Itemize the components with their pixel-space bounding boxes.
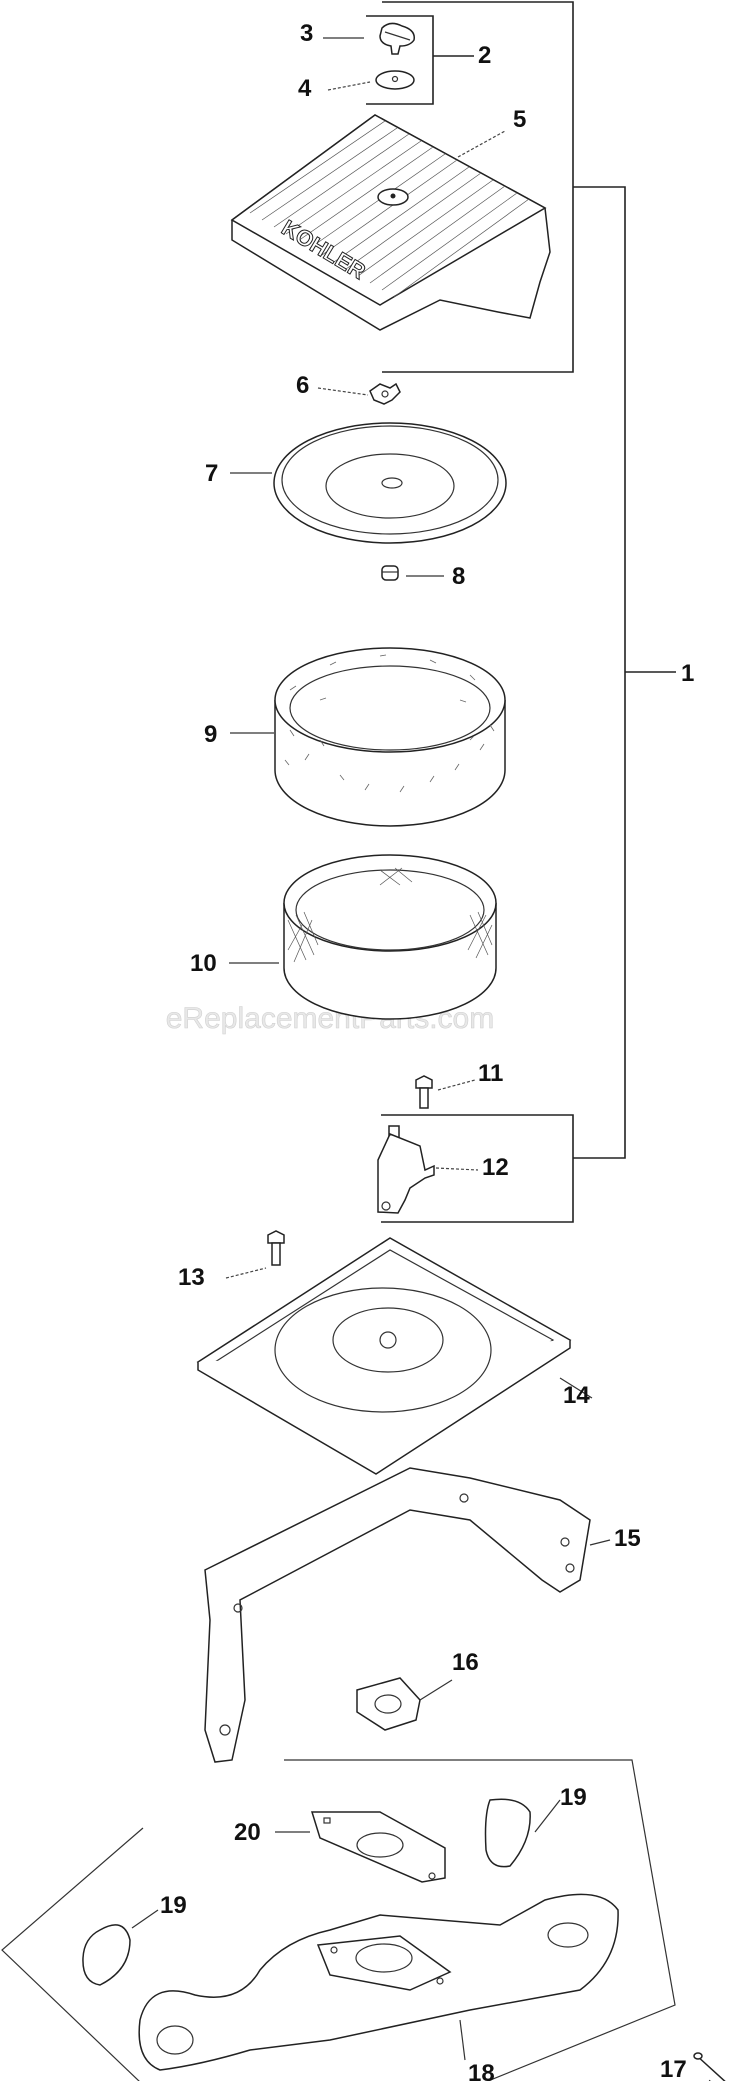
bracket-group-18: 18 bbox=[1, 1759, 676, 2081]
callout-3: 3 bbox=[300, 20, 313, 47]
element-cover-part: 7 bbox=[205, 422, 507, 544]
callout-10: 10 bbox=[190, 950, 217, 977]
callout-16: 16 bbox=[452, 1649, 479, 1676]
callout-7: 7 bbox=[205, 460, 218, 487]
callout-19-left: 19 bbox=[160, 1892, 187, 1919]
gasket-20-part: 20 bbox=[234, 1811, 446, 1883]
o-ring-19-right-part: 19 bbox=[484, 1784, 587, 1868]
screw-13-part: 13 bbox=[178, 1230, 285, 1291]
grommet-part: 8 bbox=[381, 563, 465, 590]
screw-11-part: 11 bbox=[415, 1060, 503, 1109]
bracket-group-2: 2 bbox=[366, 15, 491, 105]
washer-part: 4 bbox=[298, 70, 415, 102]
callout-1: 1 bbox=[681, 660, 694, 687]
callout-2: 2 bbox=[478, 42, 491, 69]
callout-19-right: 19 bbox=[560, 1784, 587, 1811]
callout-11: 11 bbox=[478, 1060, 503, 1087]
air-filter-element-part: 10 bbox=[190, 854, 497, 1020]
callout-5: 5 bbox=[513, 106, 526, 133]
bracket-12-part: 12 bbox=[377, 1125, 509, 1214]
callout-18: 18 bbox=[468, 2060, 495, 2081]
support-bracket-part: 15 bbox=[204, 1467, 641, 1763]
callout-12: 12 bbox=[482, 1154, 509, 1181]
callout-9: 9 bbox=[204, 721, 217, 748]
wing-nut-part: 6 bbox=[296, 372, 401, 405]
callout-17: 17 bbox=[660, 2056, 687, 2081]
kohler-cover-part: KOHLER 5 bbox=[230, 106, 551, 331]
callout-20: 20 bbox=[234, 1819, 261, 1846]
knob-part: 3 bbox=[300, 20, 415, 55]
callout-15: 15 bbox=[614, 1525, 641, 1552]
callout-13: 13 bbox=[178, 1264, 205, 1291]
base-part: 14 bbox=[196, 1237, 593, 1475]
precleaner-part: 9 bbox=[204, 647, 506, 827]
callout-4: 4 bbox=[298, 75, 312, 102]
bracket-group-1: 1 bbox=[381, 1, 694, 1223]
callout-14: 14 bbox=[563, 1382, 590, 1409]
gasket-16-part: 16 bbox=[356, 1649, 479, 1731]
intake-manifold-part bbox=[138, 1893, 619, 2071]
screw-17-part: 17 bbox=[660, 2052, 726, 2081]
callout-6: 6 bbox=[296, 372, 309, 399]
callout-8: 8 bbox=[452, 563, 465, 590]
o-ring-19-left-part: 19 bbox=[82, 1892, 187, 1986]
